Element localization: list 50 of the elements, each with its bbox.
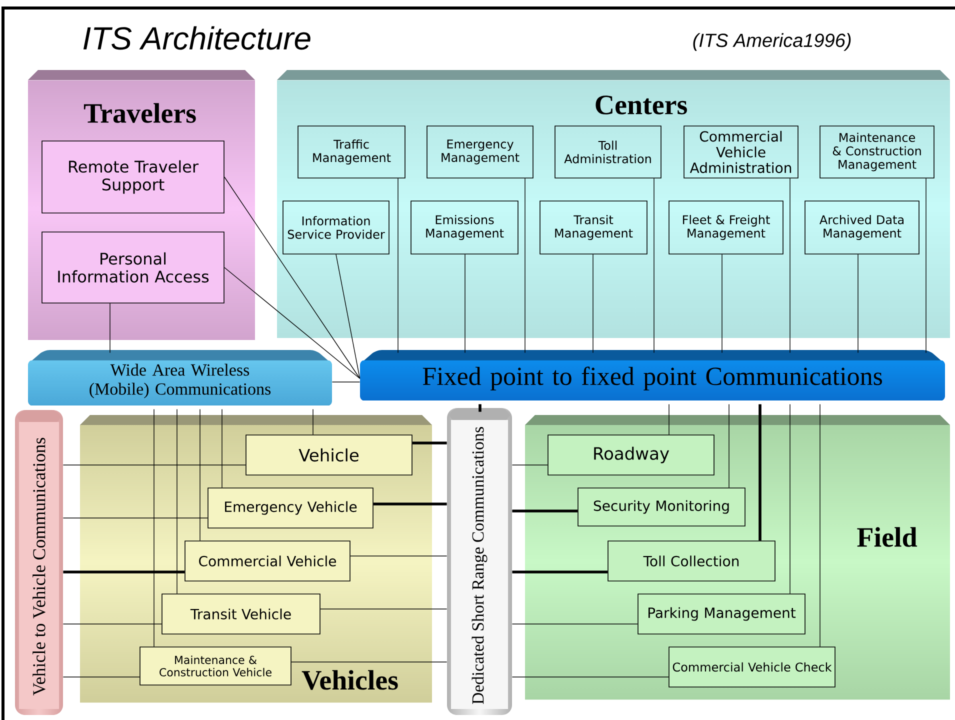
subsystem-box: Toll Administration <box>554 126 662 178</box>
title: ITS Architecture <box>83 26 310 50</box>
connector-line <box>478 404 482 412</box>
subsystem-box: Vehicle <box>246 434 412 476</box>
connector-line <box>512 570 608 574</box>
connector-line <box>512 464 548 466</box>
connector-line <box>176 408 178 594</box>
subsystem-box: Information Service Provider <box>282 200 390 254</box>
connector-line <box>512 676 669 678</box>
connector-line <box>224 176 360 379</box>
connector-line <box>224 267 360 379</box>
connector-line <box>312 408 314 435</box>
connector-line <box>336 254 360 379</box>
connector-line <box>464 254 466 354</box>
subsystem-box: Remote Traveler Support <box>42 140 224 214</box>
subsystem-box: Maintenance & Construction Vehicle <box>140 646 292 686</box>
connector-line <box>320 608 448 610</box>
subsystem-box: Parking Management <box>638 594 806 634</box>
communications-bar: Wide Area Wireless (Mobile) Communications <box>28 350 332 406</box>
connector-line <box>373 502 447 506</box>
subsystem-box: Emergency Management <box>426 126 534 178</box>
subsystem-box: Transit Management <box>540 200 648 254</box>
connector-line <box>62 464 246 466</box>
subsystem-box: Commercial Vehicle <box>184 540 350 582</box>
communications-bar: Dedicated Short Range Communications <box>449 408 510 709</box>
connector-line <box>728 404 730 488</box>
subsystem-box: Emergency Vehicle <box>208 488 374 528</box>
connector-line <box>412 442 447 444</box>
connector-line <box>63 570 185 574</box>
communications-bar: Fixed point to fixed point Communications <box>360 350 945 400</box>
subsystem-box: Emissions Management <box>410 200 518 254</box>
connector-line <box>524 178 526 354</box>
communications-bar: Vehicle to Vehicle Communications <box>17 410 61 709</box>
subsystem-box: Toll Collection <box>608 540 776 582</box>
connector-line <box>592 254 594 354</box>
subsystem-box: Security Monitoring <box>578 488 746 526</box>
connector-line <box>668 404 670 435</box>
subsystem-box: Personal Information Access <box>42 232 224 304</box>
subsystem-box: Commercial Vehicle Check <box>668 646 836 688</box>
subsystem-box: Roadway <box>548 434 714 476</box>
subsystem-box: Commercial Vehicle Administration <box>684 126 798 178</box>
connector-line <box>512 510 578 512</box>
subsystem-box: Maintenance & Construction Management <box>820 126 934 178</box>
connector-line <box>62 676 140 678</box>
subsystem-box: Fleet & Freight Management <box>668 200 784 254</box>
source-note: (ITS America1996) <box>693 33 851 51</box>
subsystem-box: Transit Vehicle <box>162 594 320 634</box>
connector-line <box>758 404 762 541</box>
subsystem-box: Archived Data Management <box>804 200 920 254</box>
subsystem-box: Traffic Management <box>298 126 406 178</box>
